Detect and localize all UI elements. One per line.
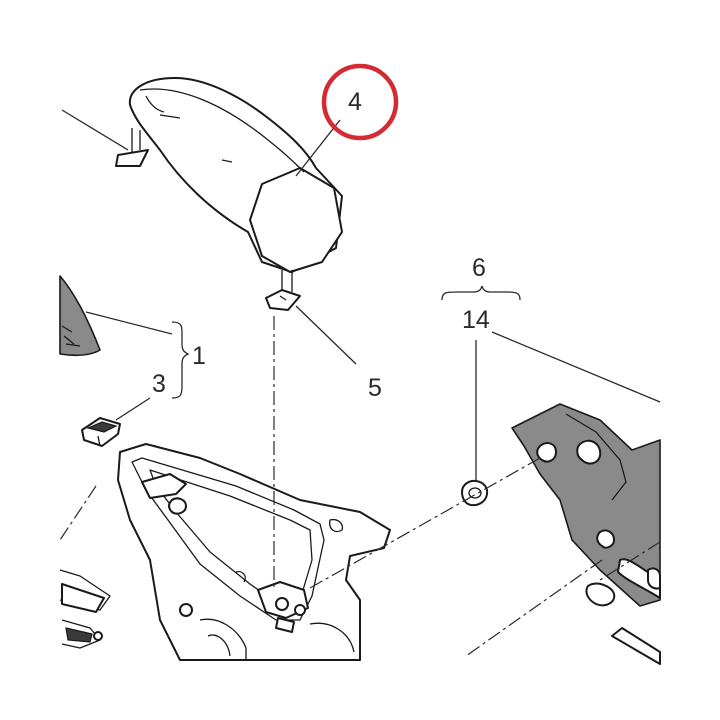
highlight-circle: [321, 63, 399, 141]
side-cover-part: [59, 275, 190, 399]
lower-panel-part: [59, 569, 111, 649]
rubber-bushing-part: [461, 340, 489, 507]
callout-5: 5: [368, 374, 382, 402]
callout-6: 6: [472, 254, 486, 282]
rear-bracket-part: [491, 331, 661, 665]
seat-cover-part: [61, 77, 343, 292]
callout-3: 3: [152, 370, 166, 398]
callout-1: 1: [192, 342, 206, 370]
callout-14: 14: [462, 306, 490, 334]
clip-part: [81, 397, 151, 447]
callout-4: 4: [348, 88, 362, 116]
grommet-part: [265, 289, 357, 365]
leader-4: [295, 119, 341, 177]
group-brace-6: [441, 285, 521, 301]
alignment-lines: [59, 316, 661, 657]
rear-frame-part: [117, 443, 391, 661]
